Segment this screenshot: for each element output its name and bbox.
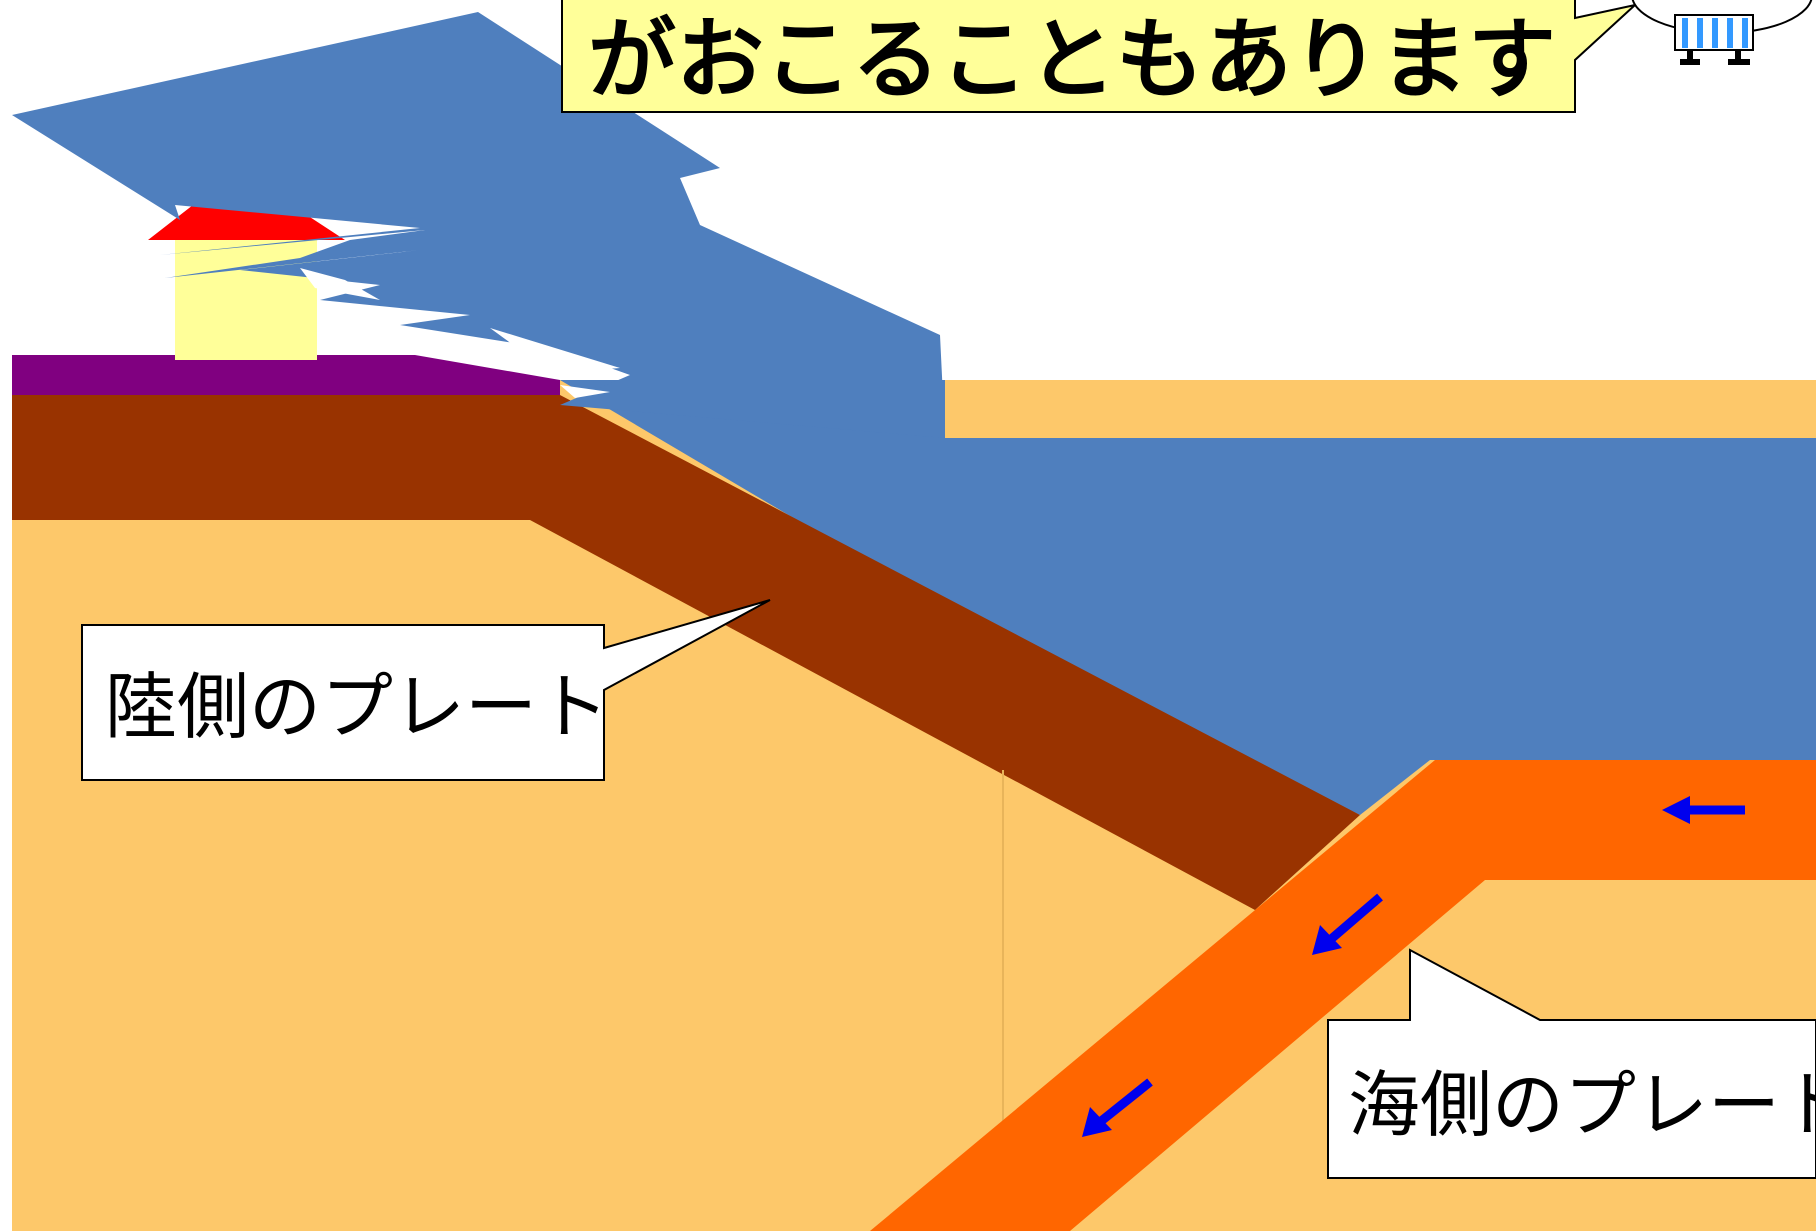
wave-foam-streak-2 — [490, 328, 620, 372]
land-plate — [12, 395, 1360, 910]
arrow-icon — [1082, 796, 1745, 1137]
plate-motion-arrow-1 — [1662, 796, 1745, 824]
wave-foam-streak-1 — [300, 268, 380, 300]
surface-strip — [12, 355, 560, 395]
tsunami-wave — [12, 12, 945, 438]
mascot-character-icon — [1631, 0, 1813, 65]
ocean-plate-label: 海側のプレート — [1348, 1063, 1816, 1147]
ocean-plate-callout: 海側のプレート — [1327, 948, 1816, 1179]
plate-motion-arrow-3 — [1082, 1078, 1153, 1137]
house-wall — [175, 240, 317, 360]
sea-water — [560, 380, 1816, 815]
ocean-plate-label-box — [1327, 948, 1816, 1179]
wave-foam-streak-3 — [560, 385, 610, 398]
title-callout: がおこることもあります — [561, 0, 1639, 113]
plate-motion-arrow-2 — [1312, 893, 1383, 955]
mascot-feet — [1680, 50, 1750, 65]
land-plate-label-box — [81, 599, 771, 781]
land-plate-callout: 陸側のプレート — [81, 599, 771, 781]
land-plate-label: 陸側のプレート — [105, 665, 609, 749]
title-text: がおこることもあります — [588, 8, 1556, 111]
title-callout-box — [561, 0, 1639, 113]
